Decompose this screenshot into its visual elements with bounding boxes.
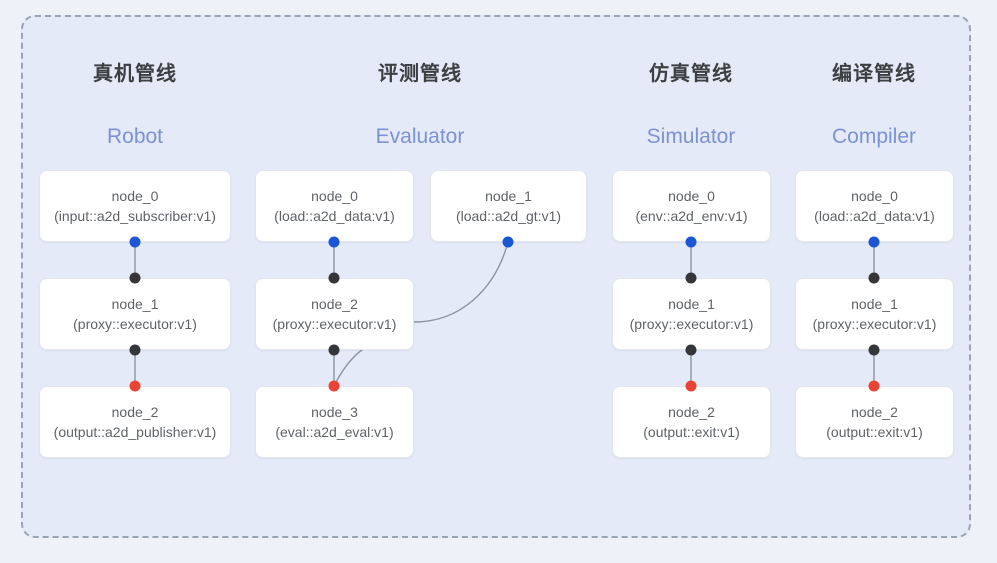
node-name-label: node_2 [851,404,898,420]
node-spec-label: (load::a2d_data:v1) [274,208,395,224]
column-title-en-robot: Robot [106,125,164,148]
port-output-evaluator-4[interactable] [328,380,340,392]
node-box-evaluator-node_1[interactable]: node_1(load::a2d_gt:v1) [430,170,587,242]
column-subtitle-wrap-evaluator: Evaluator [270,123,570,151]
port-link-simulator-1[interactable] [685,272,697,284]
column-subtitle-wrap-compiler: Compiler [724,123,997,151]
node-box-evaluator-node_3[interactable]: node_3(eval::a2d_eval:v1) [255,386,414,458]
node-name-label: node_1 [668,296,715,312]
node-spec-label: (proxy::executor:v1) [272,316,397,332]
node-box-compiler-node_2[interactable]: node_2(output::exit:v1) [795,386,954,458]
pipeline-group-frame [21,15,971,538]
column-title-cn-evaluator: 评测管线 [378,63,462,85]
node-spec-label: (proxy::executor:v1) [629,316,754,332]
node-name-label: node_0 [111,188,159,204]
port-link-robot-2[interactable] [129,344,141,356]
column-title-cn-robot: 真机管线 [93,63,177,85]
column-header-evaluator: 评测管线 [270,60,570,88]
column-header-robot: 真机管线 [0,60,285,88]
node-box-compiler-node_1[interactable]: node_1(proxy::executor:v1) [795,278,954,350]
column-title-cn-compiler: 编译管线 [832,63,916,85]
node-name-label: node_1 [485,188,532,204]
node-name-label: node_1 [111,296,159,312]
port-input-evaluator-0[interactable] [328,236,340,248]
node-spec-label: (output::exit:v1) [826,424,923,440]
node-spec-label: (load::a2d_gt:v1) [455,208,562,224]
port-input-robot-0[interactable] [129,236,141,248]
node-spec-label: (output::exit:v1) [643,424,740,440]
port-input-simulator-0[interactable] [685,236,697,248]
column-title-en-compiler: Compiler [831,125,917,148]
node-name-label: node_2 [111,404,159,420]
node-box-simulator-node_1[interactable]: node_1(proxy::executor:v1) [612,278,771,350]
node-box-robot-node_0[interactable]: node_0(input::a2d_subscriber:v1) [39,170,231,242]
node-box-evaluator-node_2[interactable]: node_2(proxy::executor:v1) [255,278,414,350]
node-spec-label: (proxy::executor:v1) [812,316,937,332]
node-spec-label: (env::a2d_env:v1) [635,208,748,224]
node-spec-label: (proxy::executor:v1) [73,316,197,332]
node-name-label: node_0 [311,188,358,204]
column-title-en-simulator: Simulator [646,125,736,148]
node-box-evaluator-node_0[interactable]: node_0(load::a2d_data:v1) [255,170,414,242]
port-output-compiler-3[interactable] [868,380,880,392]
node-name-label: node_2 [668,404,715,420]
column-title-cn-simulator: 仿真管线 [649,63,733,85]
column-subtitle-wrap-simulator: Simulator [541,123,841,151]
port-input-evaluator-1[interactable] [502,236,514,248]
node-spec-label: (load::a2d_data:v1) [814,208,935,224]
node-name-label: node_2 [311,296,358,312]
node-spec-label: (output::a2d_publisher:v1) [53,424,217,440]
port-link-compiler-2[interactable] [868,344,880,356]
node-box-simulator-node_0[interactable]: node_0(env::a2d_env:v1) [612,170,771,242]
node-box-simulator-node_2[interactable]: node_2(output::exit:v1) [612,386,771,458]
port-link-evaluator-2[interactable] [328,272,340,284]
port-input-compiler-0[interactable] [868,236,880,248]
column-header-compiler: 编译管线 [724,60,997,88]
port-link-evaluator-3[interactable] [328,344,340,356]
column-subtitle-wrap-robot: Robot [0,123,285,151]
port-output-robot-3[interactable] [129,380,141,392]
node-name-label: node_0 [668,188,715,204]
node-box-compiler-node_0[interactable]: node_0(load::a2d_data:v1) [795,170,954,242]
node-name-label: node_3 [311,404,358,420]
port-output-simulator-3[interactable] [685,380,697,392]
node-box-robot-node_1[interactable]: node_1(proxy::executor:v1) [39,278,231,350]
column-header-simulator: 仿真管线 [541,60,841,88]
port-link-compiler-1[interactable] [868,272,880,284]
node-name-label: node_0 [851,188,898,204]
node-box-robot-node_2[interactable]: node_2(output::a2d_publisher:v1) [39,386,231,458]
node-spec-label: (eval::a2d_eval:v1) [275,424,394,440]
column-title-en-evaluator: Evaluator [375,125,465,148]
node-spec-label: (input::a2d_subscriber:v1) [54,208,216,224]
node-name-label: node_1 [851,296,898,312]
port-link-robot-1[interactable] [129,272,141,284]
port-link-simulator-2[interactable] [685,344,697,356]
